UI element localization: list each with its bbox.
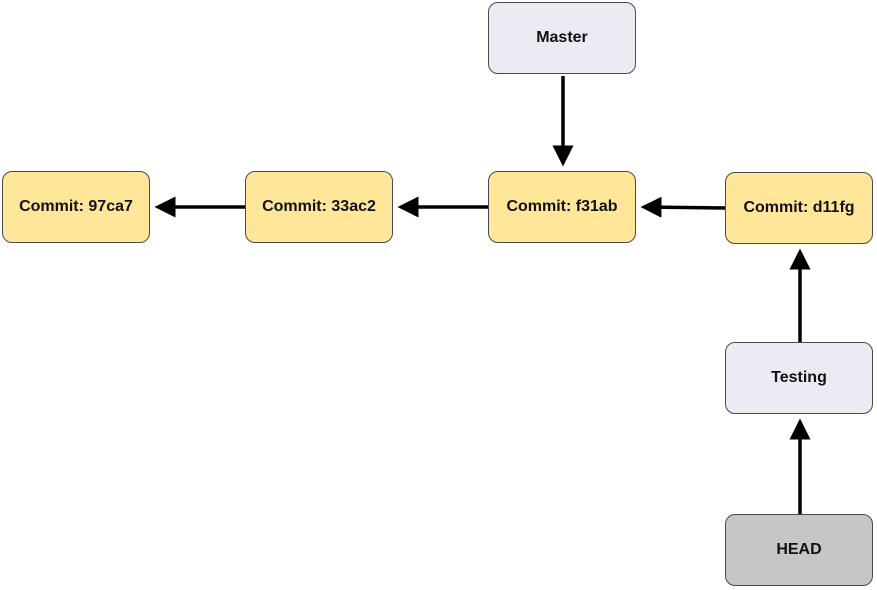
branch-testing-node: Testing	[725, 342, 873, 414]
branch-master-node: Master	[488, 2, 636, 74]
head-pointer-node: HEAD	[725, 514, 873, 586]
commit-d11fg-label: Commit: d11fg	[743, 199, 855, 216]
branch-master-label: Master	[536, 29, 588, 46]
commit-33ac2-node: Commit: 33ac2	[245, 171, 393, 243]
arrow-d11fg-to-f31ab	[640, 196, 726, 218]
commit-97ca7-label: Commit: 97ca7	[19, 198, 133, 215]
commit-33ac2-label: Commit: 33ac2	[262, 198, 376, 215]
commit-f31ab-node: Commit: f31ab	[488, 171, 636, 243]
commit-f31ab-label: Commit: f31ab	[506, 198, 618, 215]
commit-d11fg-node: Commit: d11fg	[725, 172, 873, 244]
branch-testing-label: Testing	[771, 369, 827, 386]
head-pointer-label: HEAD	[776, 541, 822, 558]
commit-97ca7-node: Commit: 97ca7	[2, 171, 150, 243]
